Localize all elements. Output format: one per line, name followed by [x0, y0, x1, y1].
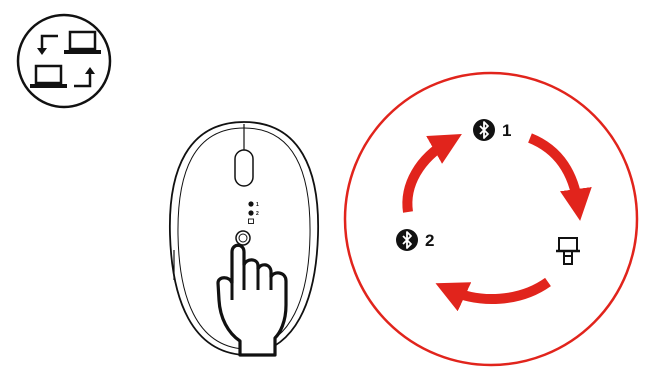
bt1-mode: 1: [473, 119, 511, 141]
bt2-mode: 2: [396, 229, 434, 251]
bluetooth-icon: [396, 229, 418, 251]
arrow-usb-to-bt2: [435, 277, 551, 312]
usb-receiver-icon: [556, 237, 580, 265]
mode-switch-button: [235, 230, 251, 246]
indicator-bt1-label: 1: [256, 202, 259, 208]
indicator-bt2: 2: [248, 210, 259, 217]
laptop-icon: [64, 30, 101, 54]
pressing-hand-icon: [216, 243, 288, 357]
bt2-label: 2: [425, 231, 434, 250]
scroll-wheel: [234, 149, 254, 187]
arrow-bt2-to-bt1: [402, 134, 462, 213]
cycle-arrows: [402, 133, 592, 312]
arrow-down-icon: [37, 34, 58, 55]
indicator-bt2-label: 2: [256, 211, 259, 217]
indicator-bt1: 1: [248, 201, 259, 208]
bt1-label: 1: [502, 121, 511, 140]
bluetooth-icon: [473, 119, 495, 141]
indicator-usb-icon: [248, 218, 254, 224]
arrow-bt1-to-usb: [527, 133, 592, 221]
mode-cycle-circle: [343, 71, 639, 367]
device-switch-badge: [16, 13, 112, 109]
arrow-up-icon: [74, 67, 95, 88]
laptop-icon: [30, 64, 67, 88]
